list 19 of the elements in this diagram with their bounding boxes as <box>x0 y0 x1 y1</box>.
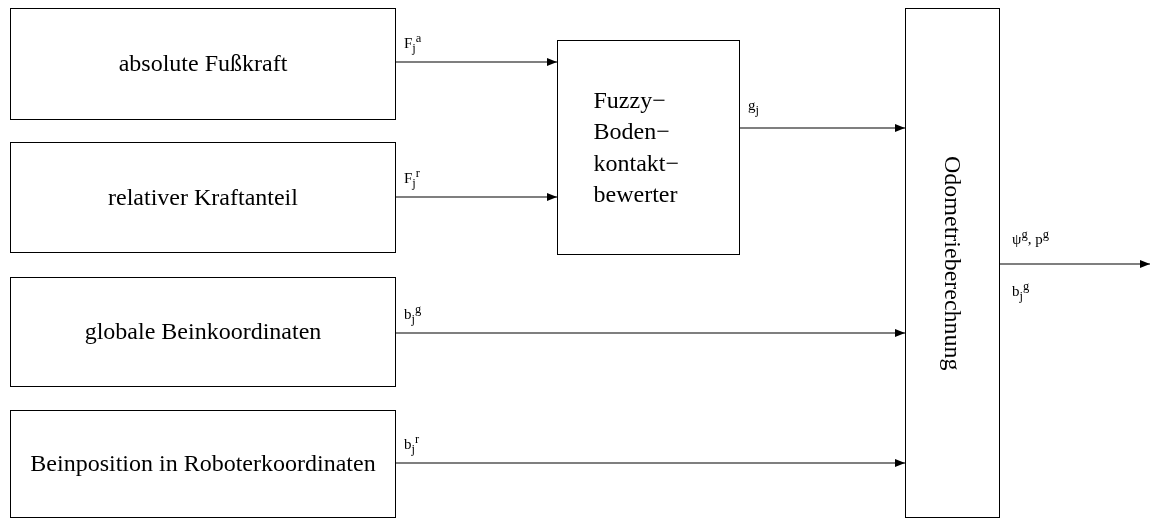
input-box <box>10 142 396 253</box>
arrow <box>395 58 558 66</box>
input-box <box>10 410 396 518</box>
process-box <box>557 40 740 255</box>
node-text: Fuzzy− Boden− kontakt− bewerter <box>593 86 681 209</box>
arrow <box>999 260 1151 268</box>
node-text: Beinposition in Roboterkoordinaten <box>30 449 376 479</box>
arrow <box>395 329 906 337</box>
process-bar <box>905 8 1000 518</box>
arrow <box>395 193 558 201</box>
edge-label: ψ$^{g}$, p$^{g}$ <box>1012 228 1049 247</box>
node-text: absolute Fußkraft <box>118 49 288 79</box>
node-text: relativer Kraftanteil <box>108 182 298 212</box>
arrow <box>739 124 906 132</box>
input-box <box>10 8 396 120</box>
node-text: Odometrieberechnung <box>939 155 968 371</box>
arrow <box>395 459 906 467</box>
node-text: globale Beinkoordinaten <box>84 317 322 347</box>
input-box <box>10 277 396 387</box>
